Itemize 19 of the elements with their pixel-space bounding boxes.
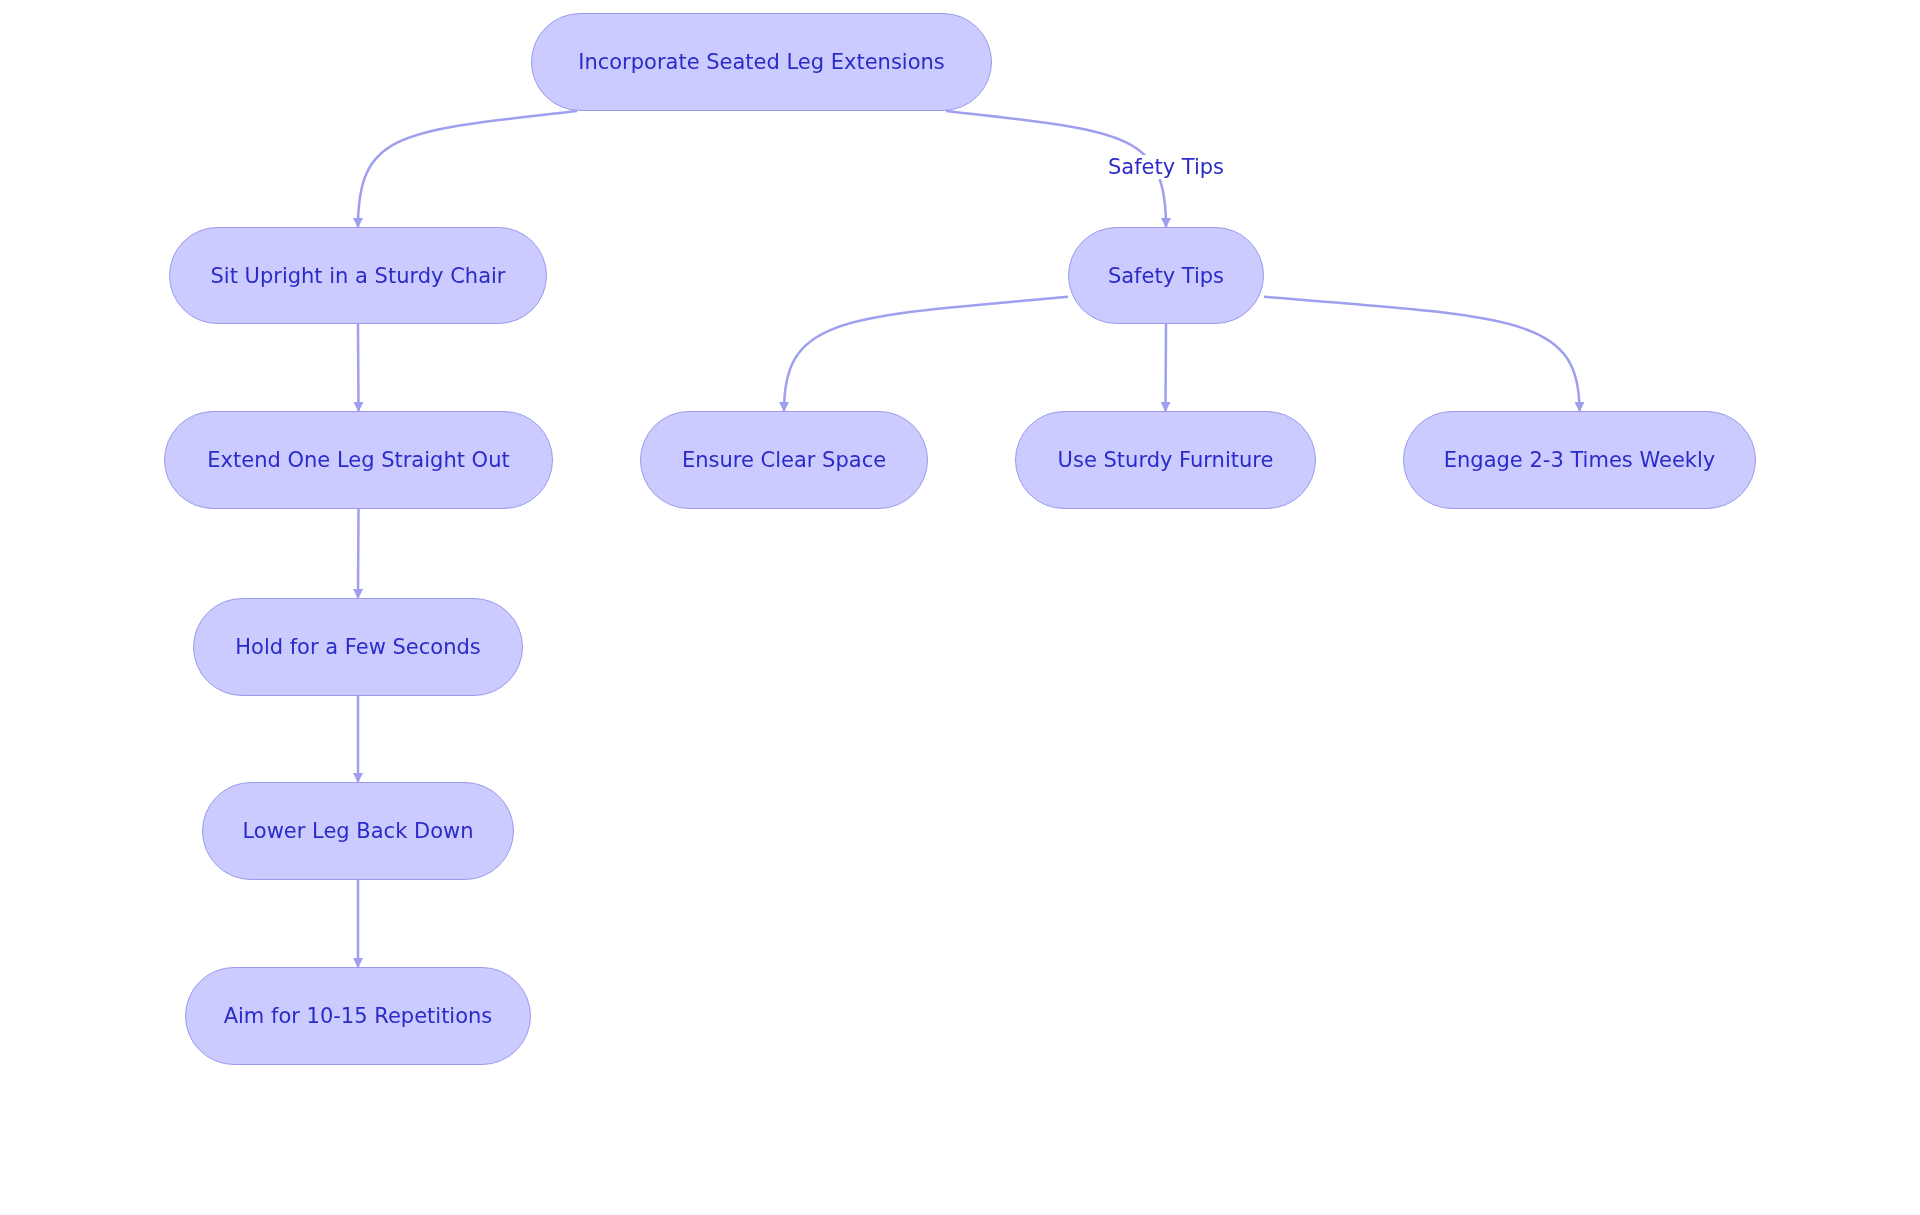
- arrow: [1263, 295, 1584, 412]
- arrow: [779, 295, 1069, 412]
- process-box: Engage 2-3 Times Weekly: [1403, 411, 1756, 509]
- process-box: Extend One Leg Straight Out: [164, 411, 553, 509]
- process-box: Ensure Clear Space: [640, 411, 928, 509]
- process-box: Incorporate Seated Leg Extensions: [531, 13, 992, 111]
- arrow: [353, 109, 578, 228]
- process-box: Sit Upright in a Sturdy Chair: [169, 227, 547, 324]
- arrow: [1160, 324, 1171, 412]
- arrow: [945, 109, 1171, 228]
- arrow: [353, 696, 363, 783]
- arrow: [353, 880, 363, 968]
- process-box: Hold for a Few Seconds: [193, 598, 523, 696]
- process-box: Use Sturdy Furniture: [1015, 411, 1316, 509]
- process-box: Aim for 10-15 Repetitions: [185, 967, 531, 1065]
- arrow: [353, 324, 364, 412]
- arrow: [353, 509, 364, 599]
- process-box: Safety Tips: [1068, 227, 1264, 324]
- process-box: Lower Leg Back Down: [202, 782, 514, 880]
